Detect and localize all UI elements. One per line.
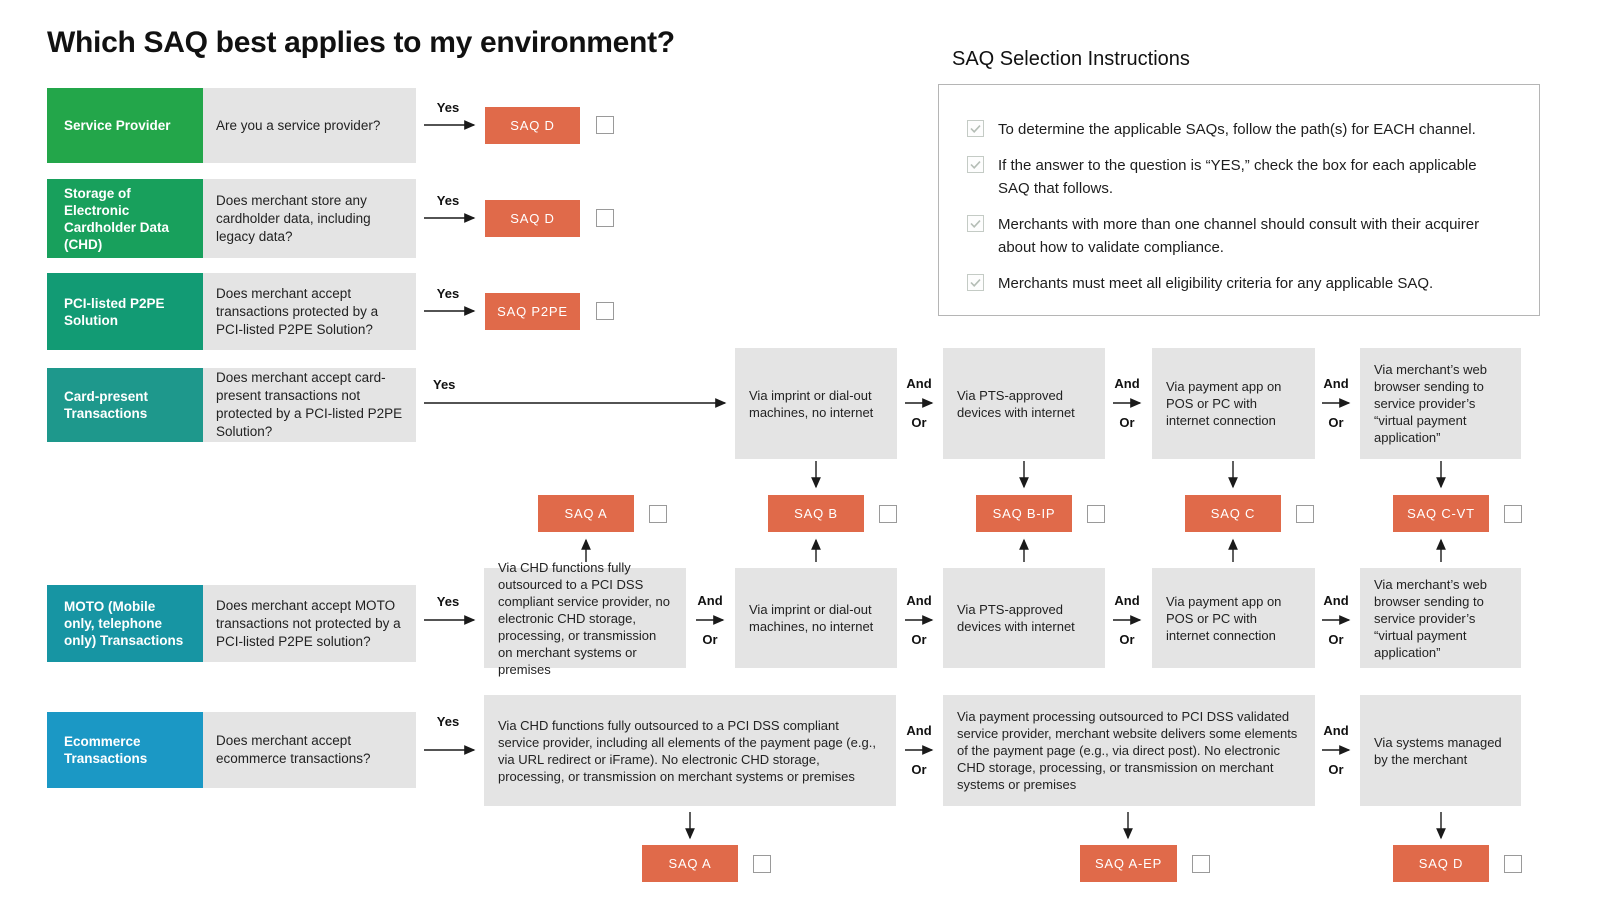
saq-checkbox[interactable] (1504, 505, 1522, 523)
instruction-text: To determine the applicable SAQs, follow… (998, 121, 1476, 138)
channel-storage-chd: Storage of Electronic Cardholder Data (C… (47, 179, 203, 258)
yes-label: Yes (436, 193, 460, 208)
flow-box-imprint-dialout: Via imprint or dial-out machines, no int… (735, 568, 897, 668)
channel-moto: MOTO (Mobile only, telephone only) Trans… (47, 585, 203, 662)
checked-checkbox-icon[interactable] (967, 156, 984, 173)
instructions-heading: SAQ Selection Instructions (952, 48, 1190, 70)
saq-box-a: SAQ A (538, 495, 634, 532)
question-card-present: Does merchant accept card-present transa… (203, 368, 416, 442)
saq-checkbox[interactable] (596, 302, 614, 320)
question-service-provider: Are you a service provider? (203, 88, 416, 163)
yes-label: Yes (436, 714, 460, 729)
flow-box-payment-app: Via payment app on POS or PC with intern… (1152, 348, 1315, 459)
saq-box-a-ep: SAQ A-EP (1080, 845, 1177, 882)
question-p2pe: Does merchant accept transactions protec… (203, 273, 416, 350)
channel-service-provider: Service Provider (47, 88, 203, 163)
yes-label: Yes (433, 377, 456, 392)
saq-checkbox[interactable] (879, 505, 897, 523)
saq-checkbox[interactable] (1192, 855, 1210, 873)
saq-checkbox[interactable] (649, 505, 667, 523)
instruction-text: Merchants must meet all eligibility crit… (998, 275, 1434, 292)
flow-box-ecom-partially-outsourced: Via payment processing outsourced to PCI… (943, 695, 1315, 806)
page-title: Which SAQ best applies to my environment… (47, 26, 675, 59)
channel-p2pe: PCI-listed P2PE Solution (47, 273, 203, 350)
saq-checkbox[interactable] (596, 116, 614, 134)
checked-checkbox-icon[interactable] (967, 274, 984, 291)
flow-box-chd-outsourced: Via CHD functions fully outsourced to a … (484, 560, 686, 677)
instruction-item: Merchants with more than one channel sho… (967, 213, 1509, 259)
instructions-box: To determine the applicable SAQs, follow… (938, 84, 1540, 316)
instruction-text: Merchants with more than one channel sho… (998, 216, 1480, 256)
yes-label: Yes (436, 100, 460, 115)
question-ecommerce: Does merchant accept ecommerce transacti… (203, 712, 416, 788)
question-storage-chd: Does merchant store any cardholder data,… (203, 179, 416, 258)
saq-box-d: SAQ D (485, 107, 580, 144)
instruction-text: If the answer to the question is “YES,” … (998, 157, 1477, 197)
yes-label: Yes (436, 594, 460, 609)
saq-checkbox[interactable] (1296, 505, 1314, 523)
checked-checkbox-icon[interactable] (967, 215, 984, 232)
flow-box-payment-app: Via payment app on POS or PC with intern… (1152, 568, 1315, 668)
saq-box-d: SAQ D (485, 200, 580, 237)
saq-box-b: SAQ B (768, 495, 864, 532)
channel-card-present: Card-present Transactions (47, 368, 203, 442)
saq-box-p2pe: SAQ P2PE (485, 293, 580, 330)
flow-box-pts-devices: Via PTS-approved devices with internet (943, 568, 1105, 668)
flow-box-web-browser: Via merchant’s web browser sending to se… (1360, 568, 1521, 668)
saq-checkbox[interactable] (753, 855, 771, 873)
yes-label: Yes (436, 286, 460, 301)
saq-checkbox[interactable] (1087, 505, 1105, 523)
saq-checkbox[interactable] (1504, 855, 1522, 873)
saq-box-b-ip: SAQ B-IP (976, 495, 1072, 532)
flow-box-ecom-fully-outsourced: Via CHD functions fully outsourced to a … (484, 695, 896, 806)
saq-box-d: SAQ D (1393, 845, 1489, 882)
saq-box-a: SAQ A (642, 845, 738, 882)
saq-box-c: SAQ C (1185, 495, 1281, 532)
instruction-item: To determine the applicable SAQs, follow… (967, 118, 1509, 141)
flow-box-imprint-dialout: Via imprint or dial-out machines, no int… (735, 348, 897, 459)
instruction-item: Merchants must meet all eligibility crit… (967, 272, 1509, 295)
flow-box-merchant-managed: Via systems managed by the merchant (1360, 695, 1521, 806)
channel-ecommerce: Ecommerce Transactions (47, 712, 203, 788)
checked-checkbox-icon[interactable] (967, 120, 984, 137)
flow-box-web-browser: Via merchant’s web browser sending to se… (1360, 348, 1521, 459)
question-moto: Does merchant accept MOTO transactions n… (203, 585, 416, 662)
instruction-item: If the answer to the question is “YES,” … (967, 154, 1509, 200)
saq-checkbox[interactable] (596, 209, 614, 227)
saq-box-c-vt: SAQ C-VT (1393, 495, 1489, 532)
flow-box-pts-devices: Via PTS-approved devices with internet (943, 348, 1105, 459)
